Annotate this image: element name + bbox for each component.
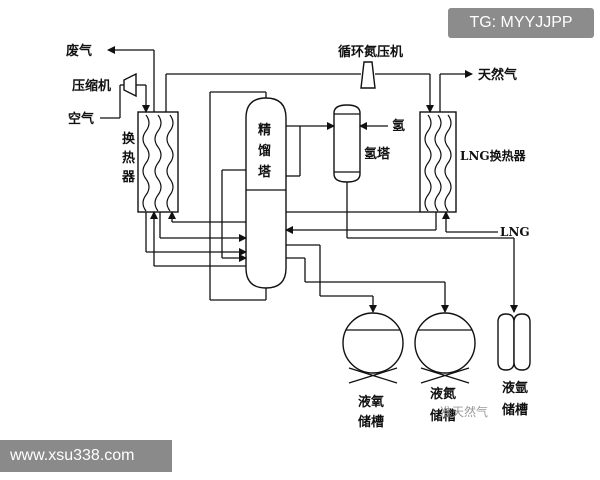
label-tank-nitrogen-1: 液氮 xyxy=(430,386,456,402)
piping xyxy=(100,46,518,313)
watermark-badge: TG: MYYJJPP xyxy=(448,8,594,38)
lng-heat-exchanger xyxy=(419,111,457,213)
label-waste-gas: 废气 xyxy=(66,43,92,59)
label-lng-hx: LNG换热器 xyxy=(460,148,527,163)
liquid-oxygen-tank xyxy=(342,312,404,384)
liquid-nitrogen-tank xyxy=(414,312,476,384)
label-hx-main-1: 换 xyxy=(122,131,136,147)
recycle-nitrogen-compressor xyxy=(360,61,376,89)
label-column-1: 精 xyxy=(258,122,271,138)
label-compressor: 压缩机 xyxy=(72,78,111,94)
label-hydrogen: 氢 xyxy=(392,118,405,134)
label-hx-main-2: 热 xyxy=(122,150,135,166)
label-air: 空气 xyxy=(68,111,94,127)
label-tank-oxygen-2: 储槽 xyxy=(357,414,384,430)
label-column-2: 馏 xyxy=(257,143,271,159)
site-url-watermark: www.xsu338.com xyxy=(0,440,172,472)
rectification-column xyxy=(245,97,287,289)
label-column-3: 塔 xyxy=(258,164,272,180)
faded-watermark: 准天然气 xyxy=(440,404,488,419)
label-deoxo-tower: 氢塔 xyxy=(364,146,391,162)
label-tank-oxygen-1: 液氧 xyxy=(358,394,384,410)
label-natural-gas: 天然气 xyxy=(478,67,517,83)
label-tank-argon-2: 储槽 xyxy=(501,402,528,418)
deoxo-tower xyxy=(333,104,361,183)
air-compressor xyxy=(123,72,137,98)
label-tank-nitrogen-2: 储槽 xyxy=(429,408,456,424)
label-hx-main-3: 器 xyxy=(121,170,136,185)
main-heat-exchanger xyxy=(137,111,179,213)
label-lng-in: LNG xyxy=(500,225,530,239)
liquid-argon-tank xyxy=(497,313,531,371)
label-recycle-compressor: 循环氮压机 xyxy=(338,44,403,60)
label-tank-argon-1: 液氩 xyxy=(502,380,528,396)
